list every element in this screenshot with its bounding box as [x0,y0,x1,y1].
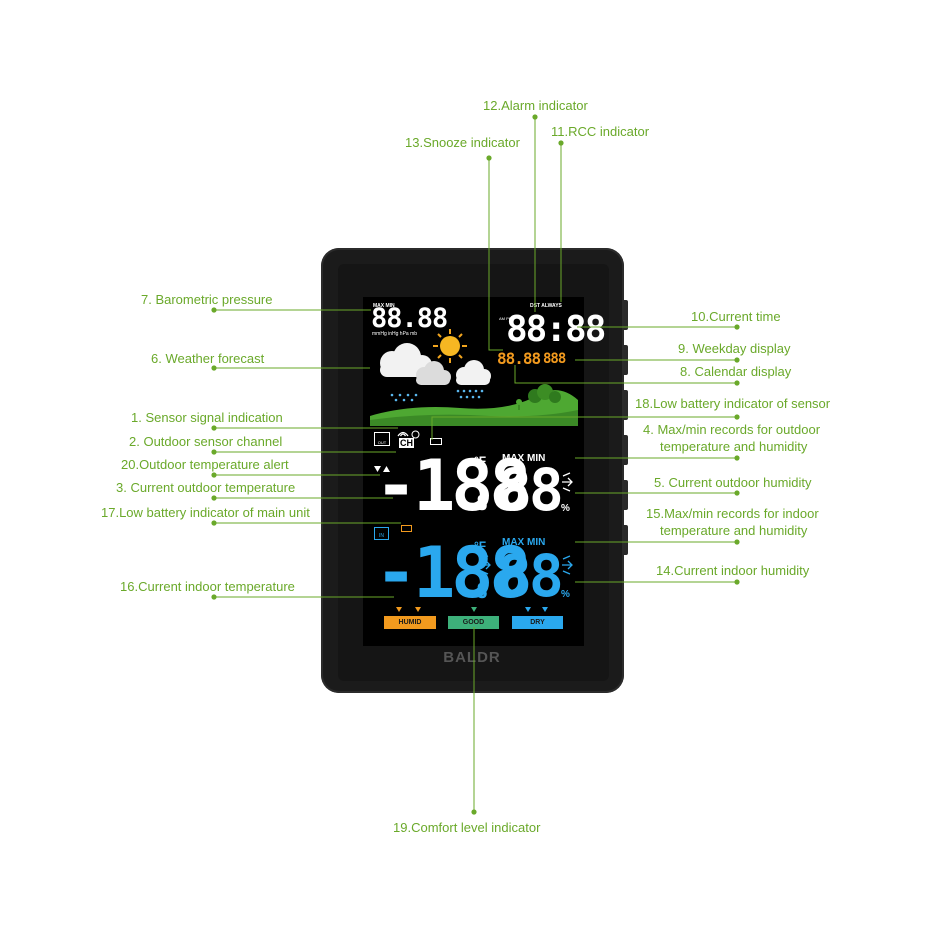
indoor-humidity-unit: % [561,589,570,600]
indoor-maxmin: MAX MIN [502,537,546,548]
label-main-battery: 17.Low battery indicator of main unit [101,505,310,520]
outdoor-temperature-value: -188 [375,445,532,527]
outdoor-temp-unit: °F [474,454,487,468]
indoor-temp-unit: °F [474,539,487,553]
side-button [624,435,628,465]
comfort-good: GOOD [448,616,499,629]
indoor-humidity-value: 88 [497,542,564,610]
indoor-temperature-value: -188 [375,532,532,614]
label-snooze: 13.Snooze indicator [405,135,520,150]
snooze-icon [411,430,420,439]
label-sensor-battery: 18.Low battery indicator of sensor [635,396,831,411]
time-value: 88:88 [506,309,606,350]
leader-calendar [514,365,737,384]
weekday-value: 888 [543,351,566,367]
label-signal: 1. Sensor signal indication [131,410,283,425]
comfort-humid: HUMID [384,616,436,629]
label-outdoor-temp: 3. Current outdoor temperature [116,480,296,495]
side-button [624,480,628,510]
ampm: AM PM [499,316,513,321]
label-indoor-temp: 16.Current indoor temperature [120,579,295,594]
leader-snooze [488,158,503,351]
side-button [624,390,628,420]
comfort-pointers [396,607,548,612]
indoor-temp-trend-icon [480,555,491,575]
sensor-battery-icon [430,438,442,445]
side-button [624,525,628,555]
in-tag: IN [374,527,389,540]
signal-icon [397,431,409,437]
sun-icon [433,329,467,363]
calendar-value: 88.88 [497,349,541,368]
outdoor-trend-arrow-icon [562,472,573,492]
dst-flags: DST ALWAYS [530,303,562,309]
label-indoor-humidity: 14.Current indoor humidity [656,563,810,578]
label-outdoor-records-2: temperature and humidity [660,439,808,454]
pressure-value: 88.88 [371,303,448,334]
pressure-units: mmHg inHg hPa mb [372,331,418,337]
main-battery-icon [401,525,412,532]
outdoor-humidity-value: 88 [497,456,564,524]
indoor-trend-arrow-icon [562,555,573,575]
label-calendar: 8. Calendar display [680,364,792,379]
side-button [624,300,628,330]
label-outdoor-humidity: 5. Current outdoor humidity [654,475,812,490]
label-temp-alert: 20.Outdoor temperature alert [121,457,289,472]
label-pressure: 7. Barometric pressure [141,292,273,307]
leader-sensor-battery [431,416,737,440]
label-weekday: 9. Weekday display [678,341,791,356]
label-channel: 2. Outdoor sensor channel [129,434,283,449]
pressure-maxmin: MAX MIN [373,303,395,309]
outdoor-maxmin: MAX MIN [502,453,546,464]
outdoor-temp-decimal: 8 [476,491,488,515]
label-alarm: 12.Alarm indicator [483,98,588,113]
label-forecast: 6. Weather forecast [151,351,265,366]
label-rcc: 11.RCC indicator [551,124,650,139]
out-tag: OUT [374,432,390,446]
label-indoor-records-2: temperature and humidity [660,523,808,538]
label-comfort: 19.Comfort level indicator [393,820,541,835]
label-indoor-records-1: 15.Max/min records for indoor [646,506,819,521]
label-outdoor-records-1: 4. Max/min records for outdoor [643,422,821,437]
weather-forecast-icon [380,343,491,402]
brand-logo: BALDR [443,649,501,666]
temp-alert-icon [374,466,390,472]
outdoor-humidity-unit: % [561,503,570,514]
indoor-temp-decimal: 8 [476,579,488,603]
comfort-dry: DRY [512,616,563,629]
channel-indicator: CH [399,438,414,448]
label-current-time: 10.Current time [691,309,781,324]
